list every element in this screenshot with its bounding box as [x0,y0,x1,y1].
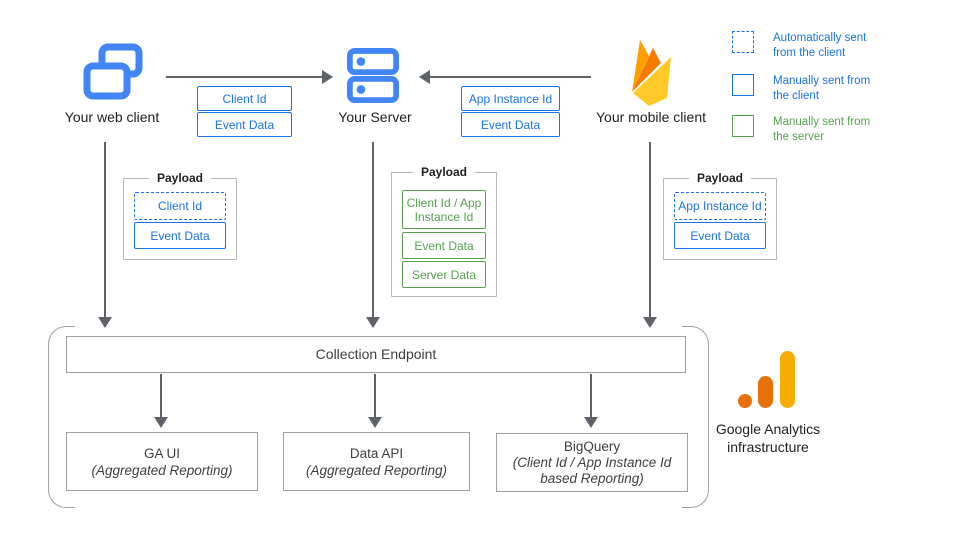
data-api-box: Data API (Aggregated Reporting) [283,432,470,491]
arrowhead-down-icon [368,417,382,428]
mobile-flow-event-data-chip: Event Data [461,112,560,137]
ga-logo-dot [738,394,752,408]
server-payload-group: Payload Client Id / App Instance Id Even… [391,165,497,297]
ga-ui-title: GA UI [143,445,180,461]
infrastructure-caption: Google Analytics infrastructure [703,420,833,456]
ga-ui-box: GA UI (Aggregated Reporting) [66,432,258,491]
web-client-icon [83,43,143,100]
web-payload-group: Payload Client Id Event Data [123,171,237,260]
bigquery-title: BigQuery [563,438,621,454]
server-icon [346,48,400,103]
infrastructure-caption-line1: Google Analytics [715,421,821,437]
payload-event-data-chip: Event Data [674,222,766,249]
server-label: Your Server [338,109,412,125]
mobile-flow-app-instance-id-chip: App Instance Id [461,86,560,111]
web-flow-event-data-chip: Event Data [197,112,292,137]
arrow-endpoint-to-ga-ui [154,374,168,428]
payload-client-id-chip: Client Id [134,192,226,220]
arrow-line [160,374,162,419]
legend-label: Automatically sent from the client [773,32,867,59]
mobile-client-label: Your mobile client [596,109,706,125]
arrow-line [166,76,324,78]
arrowhead-down-icon [98,317,112,328]
data-api-title: Data API [349,445,404,461]
firebase-mobile-client-icon [632,40,671,106]
arrowhead-left-icon [419,70,430,84]
arrow-line [649,142,651,319]
payload-title: Payload [412,165,476,179]
arrow-mobile-to-server [419,70,591,84]
payload-title: Payload [688,171,752,185]
arrowhead-down-icon [366,317,380,328]
arrow-line [374,374,376,419]
arrow-web-to-endpoint [98,142,112,328]
ga-ui-subtitle: (Aggregated Reporting) [91,462,233,478]
legend-label: Manually sent from the client [773,75,871,102]
payload-title: Payload [148,171,212,185]
bigquery-box: BigQuery (Client Id / App Instance Id ba… [496,433,688,492]
legend-item-manual-server: Manually sent from the server [732,115,885,145]
web-flow-client-id-chip: Client Id [197,86,292,111]
arrow-line [372,142,374,319]
payload-server-data-chip: Server Data [402,261,486,288]
solid-green-swatch-icon [732,115,754,137]
payload-event-data-chip: Event Data [402,232,486,259]
data-api-subtitle: (Aggregated Reporting) [305,462,448,478]
payload-app-instance-id-chip: App Instance Id [674,192,766,220]
arrowhead-right-icon [322,70,333,84]
collection-endpoint-label: Collection Endpoint [315,346,437,362]
web-client-label: Your web client [64,109,160,125]
arrowhead-down-icon [643,317,657,328]
legend-label: Manually sent from the server [773,116,871,143]
collection-endpoint-box: Collection Endpoint [66,336,686,373]
arrow-endpoint-to-bigquery [584,374,598,428]
bigquery-subtitle: (Client Id / App Instance Id based Repor… [512,454,672,486]
payload-client-or-app-id-chip: Client Id / App Instance Id [402,190,486,229]
legend-item-manual-client: Manually sent from the client [732,74,885,104]
mobile-payload-group: Payload App Instance Id Event Data [663,171,777,260]
arrow-endpoint-to-data-api [368,374,382,428]
infrastructure-bracket-left [48,326,75,508]
arrowhead-down-icon [584,417,598,428]
google-analytics-logo-icon [730,350,814,412]
payload-event-data-chip: Event Data [134,222,226,249]
dashed-blue-swatch-icon [732,31,754,53]
arrow-line [590,374,592,419]
arrow-mobile-to-endpoint [643,142,657,328]
arrow-line [104,142,106,319]
infrastructure-caption-line2: infrastructure [727,439,809,455]
solid-blue-swatch-icon [732,74,754,96]
ga-logo-mid-bar [758,376,773,408]
arrow-line [428,76,591,78]
ga-logo-tall-bar [780,351,795,408]
legend-item-auto-client: Automatically sent from the client [732,31,885,61]
arrowhead-down-icon [154,417,168,428]
arrow-web-to-server [166,70,333,84]
arrow-server-to-endpoint [366,142,380,328]
